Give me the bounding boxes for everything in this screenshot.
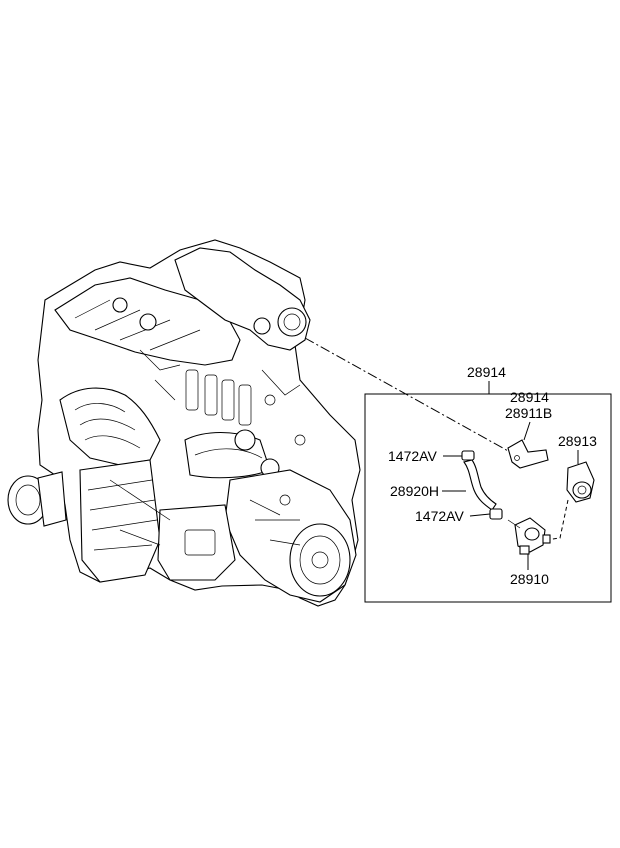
callout-group: 28914 — [467, 364, 506, 380]
callout-clamp-bottom: 1472AV — [415, 508, 464, 524]
group-frame — [364, 393, 612, 603]
filter-icon — [566, 461, 595, 503]
callout-hose: 28920H — [390, 483, 439, 499]
bracket-icon — [507, 439, 549, 469]
callout-bracket-sub: 28911B — [505, 405, 552, 421]
clamp-icon — [489, 508, 503, 520]
leader-line-engine — [304, 337, 511, 453]
callout-filter: 28913 — [558, 433, 597, 449]
clamp-icon — [461, 450, 475, 461]
hose-icon — [463, 459, 497, 511]
engine-assembly-icon — [7, 239, 361, 607]
solenoid-valve-icon — [507, 517, 551, 555]
callout-valve: 28910 — [510, 571, 549, 587]
callout-bracket: 28914 — [510, 389, 549, 405]
callout-clamp-top: 1472AV — [388, 448, 437, 464]
